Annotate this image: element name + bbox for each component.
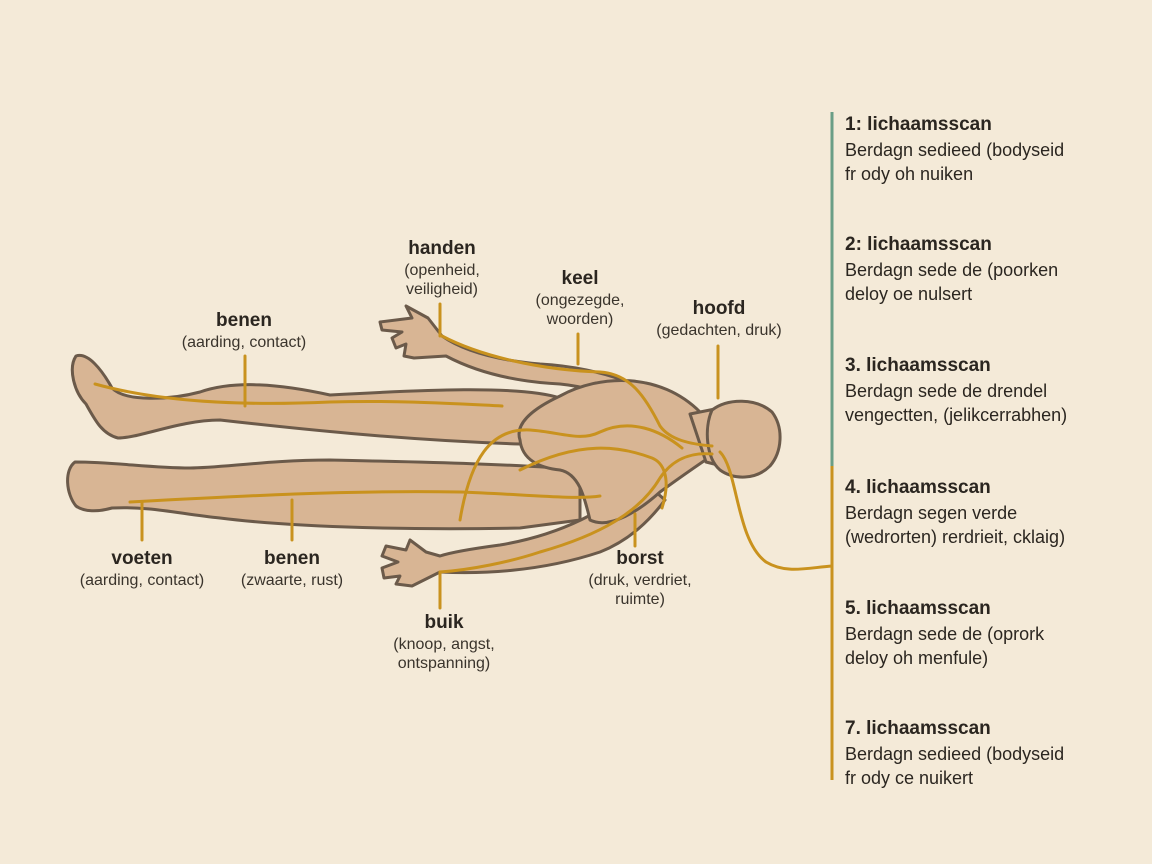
step-3-line2: vengectten, (jelikcerrabhen) <box>845 404 1068 425</box>
label-voeten-sub1: (aarding, contact) <box>79 571 205 589</box>
step-1: 1: lichaamsscan Berdagn sedieed (bodysei… <box>845 112 1145 186</box>
top-leg <box>70 353 572 446</box>
step-3: 3. lichaamsscan Berdagn sede de drendel … <box>845 353 1145 427</box>
step-3-line1: Berdagn sede de drendel <box>845 380 1048 401</box>
label-buik-sub2: ontspanning) <box>397 654 491 672</box>
step-5: 5. lichaamsscan Berdagn sede de (oprork … <box>845 596 1145 670</box>
energy-line-bottom-leg <box>128 490 602 504</box>
label-keel-title: keel <box>561 268 599 289</box>
step-7-line2: fr ody ce nuikert <box>845 767 974 788</box>
step-1-line2: fr ody oh nuiken <box>845 163 974 184</box>
bottom-arm <box>380 476 667 588</box>
label-borst-title: borst <box>616 548 664 569</box>
step-4-line1: Berdagn segen verde <box>845 502 1018 523</box>
step-4-title: 4. lichaamsscan <box>845 477 991 498</box>
label-benen-top: benen (aarding, contact) <box>164 310 324 352</box>
step-7-line1: Berdagn sedieed (bodyseid <box>845 743 1065 764</box>
label-hoofd-sub1: (gedachten, druk) <box>656 321 782 339</box>
label-voeten: voeten (aarding, contact) <box>62 548 222 590</box>
step-2-title: 2: lichaamsscan <box>845 234 992 255</box>
label-keel: keel (ongezegde, woorden) <box>520 268 640 329</box>
label-borst: borst (druk, verdriet, ruimte) <box>574 548 706 609</box>
step-5-line1: Berdagn sede de (oprork <box>845 623 1045 644</box>
label-voeten-title: voeten <box>111 548 173 569</box>
energy-lines <box>93 334 834 574</box>
label-benen-bottom: benen (zwaarte, rust) <box>222 548 362 590</box>
step-3-title: 3. lichaamsscan <box>845 355 991 376</box>
label-buik-sub1: (knoop, angst, <box>393 635 495 653</box>
label-keel-sub1: (ongezegde, <box>535 291 625 309</box>
label-benen-bottom-title: benen <box>264 548 320 569</box>
label-benen-top-sub1: (aarding, contact) <box>181 333 307 351</box>
step-1-line1: Berdagn sedieed (bodyseid <box>845 139 1065 160</box>
step-5-line2: deloy oh menfule) <box>845 647 989 668</box>
label-benen-bottom-sub1: (zwaarte, rust) <box>240 571 344 589</box>
label-handen-title: handen <box>408 238 476 259</box>
step-5-title: 5. lichaamsscan <box>845 598 991 619</box>
energy-line-torso-2 <box>518 446 668 510</box>
energy-line-top-leg <box>93 382 504 408</box>
step-2: 2: lichaamsscan Berdagn sede de (poorken… <box>845 232 1145 306</box>
label-keel-sub2: woorden) <box>546 310 614 328</box>
step-4-line2: (wedrorten) rerdrieit, cklaig) <box>845 526 1066 547</box>
leader-lines <box>140 302 720 610</box>
label-handen-sub1: (openheid, <box>404 261 480 279</box>
step-2-line2: deloy oe nulsert <box>845 283 973 304</box>
label-benen-top-title: benen <box>216 310 272 331</box>
label-borst-sub2: ruimte) <box>615 590 665 608</box>
label-buik: buik (knoop, angst, ontspanning) <box>376 612 512 673</box>
head <box>705 399 782 479</box>
step-2-line1: Berdagn sede de (poorken <box>845 259 1059 280</box>
step-1-title: 1: lichaamsscan <box>845 114 992 135</box>
label-hoofd: hoofd (gedachten, druk) <box>640 298 798 340</box>
energy-line-bottom-arm <box>438 452 714 574</box>
label-handen: handen (openheid, veiligheid) <box>380 238 504 299</box>
step-7: 7. lichaamsscan Berdagn sedieed (bodysei… <box>845 716 1145 790</box>
step-7-title: 7. lichaamsscan <box>845 718 991 739</box>
label-handen-sub2: veiligheid) <box>405 280 479 298</box>
label-borst-sub1: (druk, verdriet, <box>588 571 692 589</box>
energy-line-torso-1 <box>458 424 684 522</box>
step-4: 4. lichaamsscan Berdagn segen verde (wed… <box>845 475 1145 549</box>
energy-line-top-arm <box>440 334 714 448</box>
label-hoofd-title: hoofd <box>692 298 746 319</box>
energy-line-neck <box>718 450 834 571</box>
label-buik-title: buik <box>424 612 464 633</box>
